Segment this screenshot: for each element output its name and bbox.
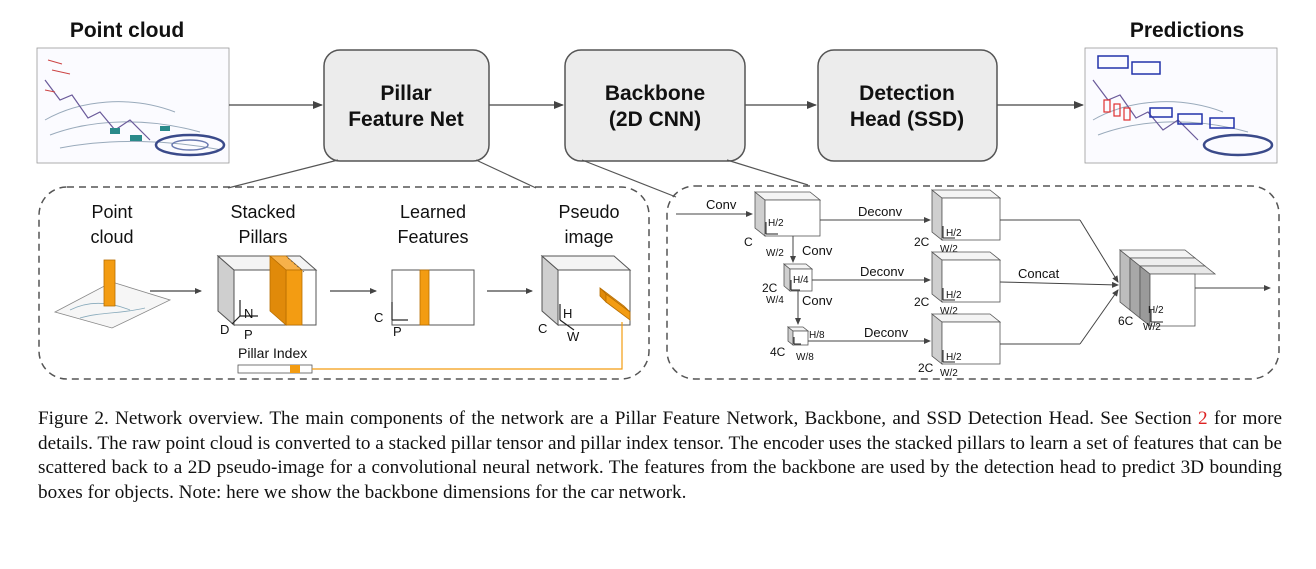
ch-c-b1: C [744,235,753,249]
axis-c-pseudo: C [538,321,547,336]
svg-text:Detection: Detection [859,82,955,105]
caption-text-2: for more details. The raw point cloud is… [38,408,1282,503]
pillar-index-label: Pillar Index [238,345,307,361]
axis-n: N [244,306,253,321]
input-point-cloud-image [36,47,230,164]
conv-block-3 [786,326,810,346]
dim-h2-d2: H/2 [946,290,962,301]
conv-block-2 [782,263,814,292]
output-predictions-image [1084,47,1278,164]
label-conv-input: Conv [706,197,737,212]
stage-backbone: Backbone (2D CNN) [564,49,746,162]
connector-pfn-right [475,159,537,189]
axis-c-learned: C [374,310,383,325]
dim-w4-b2: W/4 [766,295,784,306]
axis-p-learned: P [393,324,402,339]
svg-text:Feature Net: Feature Net [348,108,464,131]
concat-block [1118,249,1217,327]
ch-2c-d2: 2C [914,295,930,309]
dim-h2-d1: H/2 [946,228,962,239]
ch-2c-d1: 2C [914,235,930,249]
label-deconv-2: Deconv [860,264,905,279]
output-label: Predictions [1130,19,1244,42]
label-deconv-1: Deconv [858,204,903,219]
dim-h2-b1: H/2 [768,218,784,229]
dim-w2-d2: W/2 [940,306,958,317]
caption-section-ref[interactable]: 2 [1198,408,1208,429]
stage-detection-head: Detection Head (SSD) [817,49,998,162]
step-stacked-line1: Stacked [230,202,295,222]
conv-block-1 [753,191,822,237]
svg-text:(2D CNN): (2D CNN) [609,108,701,131]
axis-h-pseudo: H [563,306,572,321]
dim-w8-b3: W/8 [796,352,814,363]
axis-w-pseudo: W [567,329,580,344]
network-overview-diagram: Point cloud Predictions Pi [36,19,1280,380]
dim-h4-b2: H/4 [793,275,809,286]
connector-pfn-left [227,159,339,189]
step-pseudo-line2: image [564,227,613,247]
dim-w2-d1: W/2 [940,244,958,255]
deconv-block-1 [930,189,1002,241]
connector-backbone-right [726,159,809,186]
label-deconv-3: Deconv [864,325,909,340]
dim-w2-b1: W/2 [766,248,784,259]
dim-h8-b3: H/8 [809,330,825,341]
ch-4c-b3: 4C [770,345,786,359]
step-point-cloud-line1: Point [91,202,132,222]
dim-h2-concat: H/2 [1148,305,1164,316]
concat-line-1b [1079,219,1119,283]
label-conv-1: Conv [802,243,833,258]
axis-p: P [244,327,253,342]
svg-text:Backbone: Backbone [605,82,705,105]
label-concat: Concat [1018,266,1060,281]
step-learned-line1: Learned [400,202,466,222]
concat-line-2 [999,281,1119,288]
dim-w2-concat: W/2 [1143,322,1161,333]
deconv-block-3 [930,313,1002,365]
figure-caption: Figure 2. Network overview. The main com… [38,407,1282,505]
axis-d: D [220,322,229,337]
concat-line-3b [1079,289,1119,345]
pseudo-image-tensor [540,254,632,331]
point-cloud-plane-with-pillar [53,259,172,329]
stacked-pillars-tensor [216,254,318,327]
connector-backbone-left [581,159,677,198]
label-conv-2: Conv [802,293,833,308]
stage-pillar-feature-net: Pillar Feature Net [323,49,490,162]
step-stacked-line2: Pillars [238,227,287,247]
dim-w2-d3: W/2 [940,368,958,379]
ch-6c-concat: 6C [1118,314,1134,328]
ch-2c-b2: 2C [762,281,778,295]
dim-h2-d3: H/2 [946,352,962,363]
pillar-index-bar [237,322,623,374]
svg-text:Head (SSD): Head (SSD) [850,108,964,131]
caption-text-1: Figure 2. Network overview. The main com… [38,408,1199,429]
step-learned-line2: Features [397,227,468,247]
step-point-cloud-line2: cloud [90,227,133,247]
ch-2c-d3: 2C [918,361,934,375]
deconv-block-2 [930,251,1002,303]
step-pseudo-line1: Pseudo [558,202,619,222]
input-label: Point cloud [70,19,184,42]
backbone-detail-panel [666,185,1280,380]
svg-text:Pillar: Pillar [380,82,431,105]
learned-features-tensor [391,269,475,326]
pfn-detail-panel [38,186,650,380]
